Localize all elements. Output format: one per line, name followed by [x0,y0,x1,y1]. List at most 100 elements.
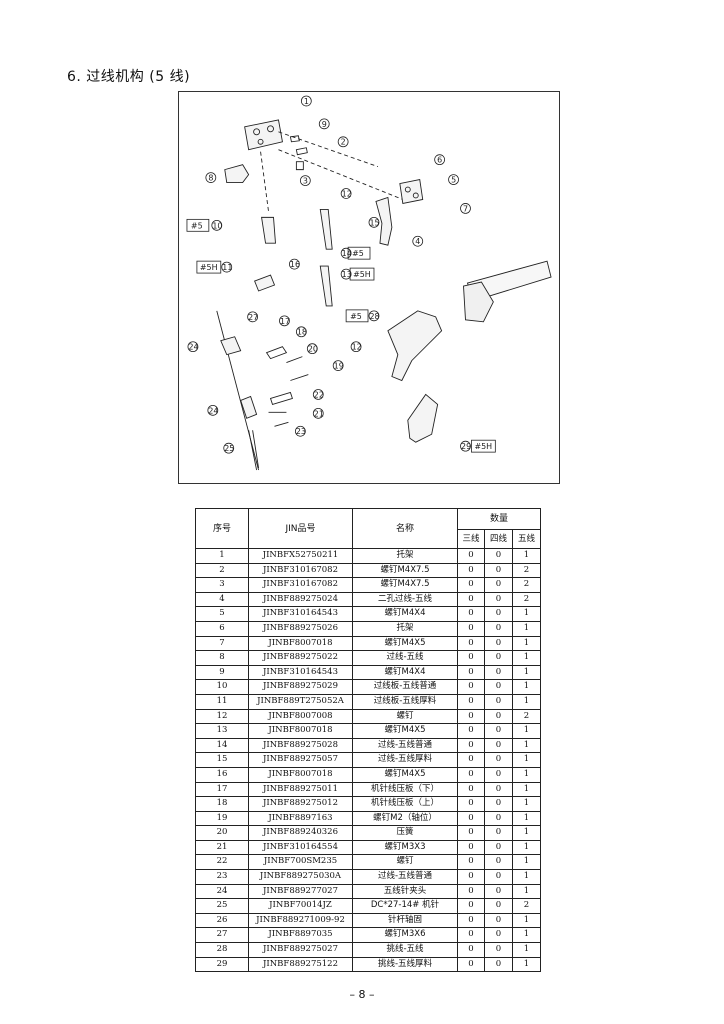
cell-qty-five: 2 [511,898,542,914]
cell-qty-four: 0 [484,942,513,958]
callout-8: 8 [205,172,217,183]
cell-name: 过线板-五线厚料 [352,693,458,710]
cell-no: 3 [195,577,249,593]
exploded-parts-diagram: 1 2 3 4 5 6 7 8 9 10 11 12 13 14 15 16 1… [178,91,560,484]
svg-text:28: 28 [369,312,379,321]
cell-name: 托架 [352,620,458,637]
cell-qty-three: 0 [457,927,485,944]
cell-no: 22 [195,854,249,871]
cell-no: 5 [195,606,249,622]
parts-table-header: 序号 JIN品号 名称 数量 三线 四线 五线 [195,508,542,549]
cell-part-no: JINBF889277027 [248,883,353,900]
cell-qty-four: 0 [484,796,513,812]
cell-qty-three: 0 [457,664,485,681]
cell-no: 14 [195,737,249,754]
svg-text:9: 9 [322,120,327,129]
cell-part-no: JINBF889275030A [248,869,353,885]
cell-no: 20 [195,825,249,841]
cell-qty-four: 0 [484,591,513,608]
svg-text:29: 29 [461,442,471,451]
cell-qty-five: 2 [511,562,542,579]
cell-no: 17 [195,781,249,798]
cell-name: 螺钉M3X3 [352,839,458,856]
cell-qty-five: 1 [511,839,542,856]
cell-qty-three: 0 [457,591,485,608]
cell-qty-five: 1 [511,854,542,871]
cell-qty-four: 0 [484,869,513,885]
cell-qty-three: 0 [457,737,485,754]
svg-text:11: 11 [222,263,232,272]
callout-14: 14 [340,247,352,259]
svg-text:12: 12 [352,343,362,352]
tag-13-5h: #5H [353,270,371,279]
cell-qty-five: 1 [511,810,542,827]
cell-part-no: JINBF889275012 [248,796,353,812]
cell-qty-five: 1 [511,679,542,695]
section-title: 6. 过线机构 (5 线) [67,69,191,85]
cell-no: 16 [195,766,249,783]
cell-qty-four: 0 [484,956,513,973]
cell-no: 24 [195,883,249,900]
cell-name: 螺钉M4X7.5 [352,562,458,579]
cell-qty-three: 0 [457,606,485,622]
cell-name: DC*27-14# 机针 [352,898,458,914]
cell-qty-four: 0 [484,664,513,681]
cell-no: 10 [195,679,249,695]
cell-qty-four: 0 [484,620,513,637]
svg-text:13: 13 [342,270,352,279]
cell-qty-three: 0 [457,898,485,914]
cell-qty-three: 0 [457,723,485,739]
cell-qty-five: 2 [511,591,542,608]
cell-qty-four: 0 [484,854,513,871]
cell-qty-four: 0 [484,635,513,652]
cell-part-no: JINBF310164554 [248,839,353,856]
callout-2: 2 [337,136,349,148]
cell-qty-five: 1 [511,825,542,841]
cell-qty-three: 0 [457,650,485,666]
cell-name: 螺钉 [352,854,458,871]
cell-name: 螺钉M2（轴位） [352,810,458,827]
cell-part-no: JINBF8007018 [248,766,353,783]
svg-text:8: 8 [208,174,213,183]
svg-text:16: 16 [290,260,300,269]
cell-name: 螺钉M4X5 [352,723,458,739]
cell-qty-three: 0 [457,577,485,593]
cell-qty-four: 0 [484,723,513,739]
header-four-thread: 四线 [484,529,513,549]
cell-qty-three: 0 [457,548,485,564]
cell-part-no: JINBF889275022 [248,650,353,666]
callout-4: 4 [412,235,424,247]
cell-part-no: JINBF8007018 [248,723,353,739]
svg-text:20: 20 [308,345,318,354]
cell-qty-five: 1 [511,796,542,812]
cell-no: 9 [195,664,249,681]
cell-qty-four: 0 [484,752,513,768]
page-number: – 8 – [349,988,375,1001]
header-five-thread: 五线 [511,529,542,549]
header-part-no: JIN品号 [248,508,353,549]
callout-23: 23 [294,425,306,437]
cell-qty-five: 1 [511,942,542,958]
cell-qty-five: 1 [511,752,542,768]
svg-text:24: 24 [188,343,198,352]
cell-qty-three: 0 [457,766,485,783]
cell-no: 12 [195,708,249,725]
cell-part-no: JINBF889275024 [248,591,353,608]
cell-qty-five: 1 [511,650,542,666]
cell-qty-four: 0 [484,912,513,929]
cell-name: 机针线压板（上） [352,796,458,812]
cell-qty-four: 0 [484,562,513,579]
cell-qty-five: 1 [511,620,542,637]
cell-name: 针杆轴固 [352,912,458,929]
cell-part-no: JINBF889275028 [248,737,353,754]
variant-tags [186,218,496,453]
